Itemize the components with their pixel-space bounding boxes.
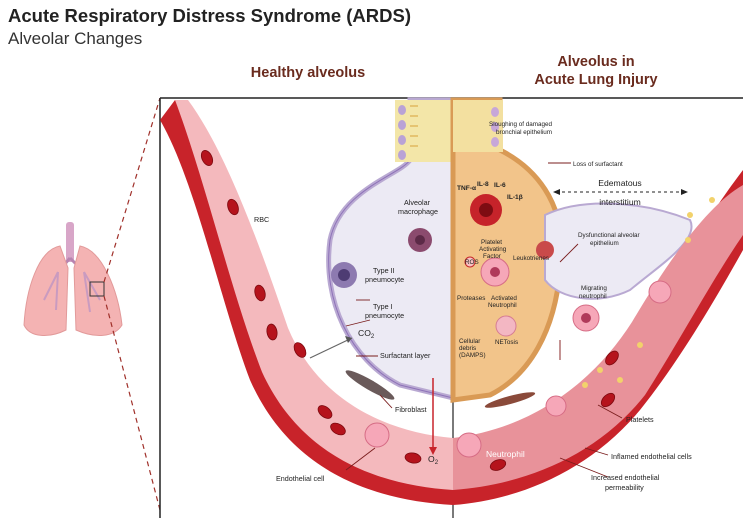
leukotriene-cell-icon [536, 241, 554, 259]
o2-arrowhead [429, 447, 437, 455]
migrating-label-1: Migrating [581, 285, 607, 292]
migrating-label-2: neutrophil [579, 293, 607, 300]
leukotrienes-label: Leukotrienes [513, 255, 549, 262]
injured-alveolus [450, 97, 693, 403]
paf-label-3: Factor [483, 253, 501, 260]
sloughing-label-1: Sloughing of damaged [489, 121, 553, 128]
activated-label-2: Neutrophil [488, 302, 517, 309]
type1-label-2: pneumocyte [365, 311, 404, 320]
type2-label-2: pneumocyte [365, 275, 404, 284]
cytokine-cell-icon [470, 194, 502, 226]
ros-icon [464, 256, 476, 268]
debris-label-3: (DAMPS) [459, 352, 486, 359]
increased-label-2: permeability [605, 483, 644, 492]
il1b-label: IL-1β [507, 194, 523, 201]
rbc-label: RBC [254, 215, 269, 224]
platelet-icon [582, 197, 715, 388]
zoom-line-top [103, 97, 161, 283]
neutrophil-icon [364, 280, 672, 458]
paf-label-1: Platelet [481, 239, 502, 246]
macrophage-label-1: Alveolar [404, 198, 431, 207]
fibroblast-icon [345, 370, 395, 400]
paf-label-2: Activating [479, 246, 507, 253]
type2-label-1: Type II [373, 266, 395, 275]
rbc-icon [200, 150, 619, 471]
debris-label-1: Cellular [459, 338, 480, 345]
figure-subtitle: Alveolar Changes [8, 29, 142, 48]
sloughing-label-2: bronchial epithelium [496, 129, 552, 136]
macrophage-icon [408, 228, 432, 252]
increased-label-1: Increased endothelial [591, 473, 660, 482]
loss-surfactant-label: Loss of surfactant [573, 161, 623, 168]
surfactant-layer-label: Surfactant layer [380, 351, 431, 360]
proteases-label: Proteases [457, 295, 485, 302]
ros-label: ROS [465, 259, 479, 266]
injured-heading-line2: Acute Lung Injury [534, 72, 657, 88]
type1-label-1: Type I [373, 302, 393, 311]
type2-pneumocyte-icon [331, 262, 357, 288]
edematous-label-2: interstitium [599, 197, 641, 207]
co2-arrowhead [345, 336, 352, 343]
activated-neutrophil-icon [480, 257, 510, 287]
o2-label: O2 [428, 454, 439, 466]
macrophage-label-2: macrophage [398, 207, 438, 216]
inflamed-label: Inflamed endothelial cells [611, 452, 692, 461]
fibroblast-label: Fibroblast [395, 405, 427, 414]
fibroblast-icon-injured [484, 392, 536, 408]
platelets-label: Platelets [626, 415, 654, 424]
il8-label: IL-8 [477, 181, 489, 188]
zoom-line-bottom [103, 295, 161, 511]
healthy-alveolus [326, 97, 456, 402]
healthy-heading: Healthy alveolus [251, 65, 365, 81]
edematous-arrowhead-left [553, 189, 560, 195]
debris-label-2: debris [459, 345, 476, 352]
figure-title: Acute Respiratory Distress Syndrome (ARD… [8, 5, 411, 26]
injured-heading-line1: Alveolus in [557, 54, 634, 70]
edematous-arrowhead-right [681, 189, 688, 195]
dysfunctional-label-2: epithelium [590, 240, 619, 247]
migrating-neutrophil-icon [572, 304, 600, 332]
edematous-label-1: Edematous [598, 178, 641, 188]
netosis-icon [495, 315, 517, 337]
endothelial-cell-label: Endothelial cell [276, 474, 325, 483]
il6-label: IL-6 [494, 182, 506, 189]
co2-arrow [309, 337, 353, 359]
capillary-vessel [160, 100, 743, 505]
co2-label: CO2 [358, 328, 375, 340]
lungs-icon [23, 222, 123, 336]
netosis-label: NETosis [495, 339, 518, 346]
dysfunctional-label-1: Dysfunctional alveolar [578, 232, 640, 239]
leader-lines [345, 162, 623, 478]
activated-label-1: Activated [491, 295, 517, 302]
neutrophil-label: Neutrophil [486, 449, 525, 459]
tnf-label: TNF-α [457, 185, 476, 192]
